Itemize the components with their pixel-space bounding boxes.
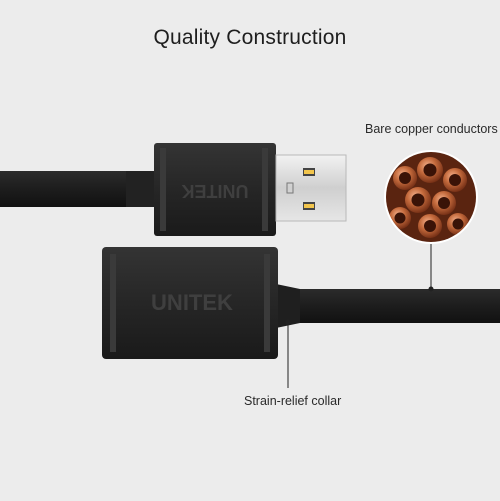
top-cable-body — [0, 171, 130, 207]
female-brand-logo: UNITEK — [151, 290, 233, 315]
strain-relief-callout — [285, 319, 291, 388]
female-connector-shell — [102, 247, 278, 359]
male-usb-cable: UNITEK — [0, 143, 347, 236]
usb-icon — [286, 182, 294, 194]
top-cable-collar — [126, 171, 158, 207]
copper-label: Bare copper conductors — [365, 122, 498, 136]
strain-relief-label: Strain-relief collar — [244, 394, 342, 408]
male-brand-logo: UNITEK — [182, 181, 249, 201]
page-title: Quality Construction — [153, 26, 347, 49]
female-usb-cable: UNITEK — [102, 247, 500, 359]
copper-callout — [384, 150, 478, 292]
strain-relief-collar — [276, 284, 300, 328]
male-connector-shell — [154, 143, 276, 236]
bottom-cable-body — [300, 289, 500, 323]
